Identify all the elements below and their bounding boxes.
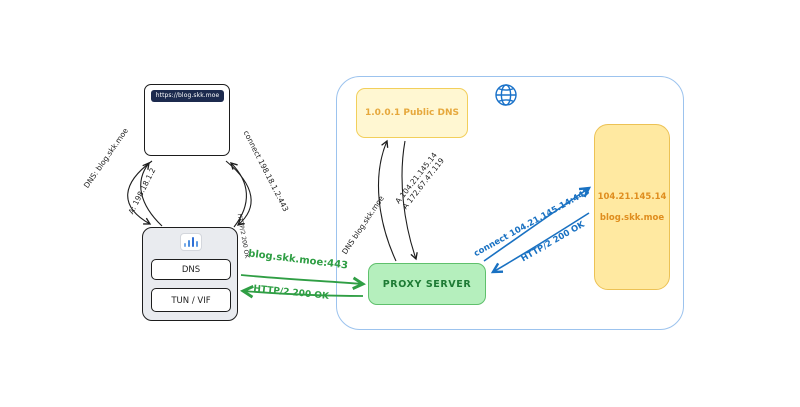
public-dns-box: 1.0.0.1 Public DNS	[356, 88, 468, 138]
label-dns-query-left: DNS: blog.skk.moe	[81, 126, 131, 190]
label-dns-answer-left: A: 198.18.1.2	[126, 166, 158, 216]
client-box: DNS TUN / VIF	[142, 227, 238, 321]
origin-server-box: 104.21.145.14 blog.skk.moe	[594, 124, 670, 290]
origin-ip: 104.21.145.14	[597, 191, 667, 202]
browser-window: https://blog.skk.moe	[144, 84, 230, 156]
origin-host: blog.skk.moe	[599, 212, 665, 223]
label-proxy-response: HTTP/2 200 OK	[252, 284, 330, 302]
signal-bars-icon	[180, 233, 202, 251]
label-connect-fake-ip: connect 198.18.1.2:443	[241, 129, 291, 213]
client-module-dns: DNS	[151, 259, 231, 280]
browser-url-bar: https://blog.skk.moe	[151, 90, 224, 102]
label-proxy-request: blog.skk.moe:443	[247, 248, 349, 272]
proxy-server-box: PROXY SERVER	[368, 263, 486, 305]
client-module-tun-vif: TUN / VIF	[151, 288, 231, 312]
